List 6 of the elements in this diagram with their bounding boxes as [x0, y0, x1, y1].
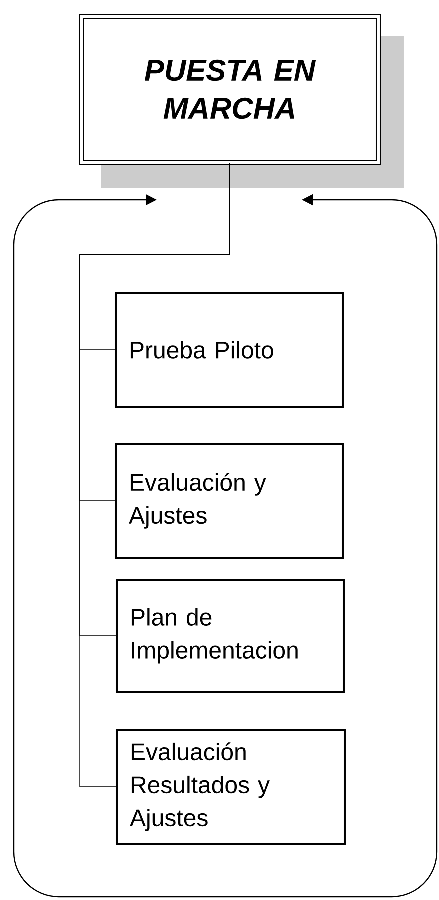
process-box: Plan de Implementacion — [116, 579, 345, 693]
process-box: Evaluación y Ajustes — [115, 443, 344, 559]
process-box: Prueba Piloto — [115, 292, 344, 408]
title-box: PUESTA EN MARCHA — [79, 14, 404, 188]
process-box: Evaluación Resultados y Ajustes — [116, 729, 346, 845]
connector-line — [80, 162, 230, 788]
